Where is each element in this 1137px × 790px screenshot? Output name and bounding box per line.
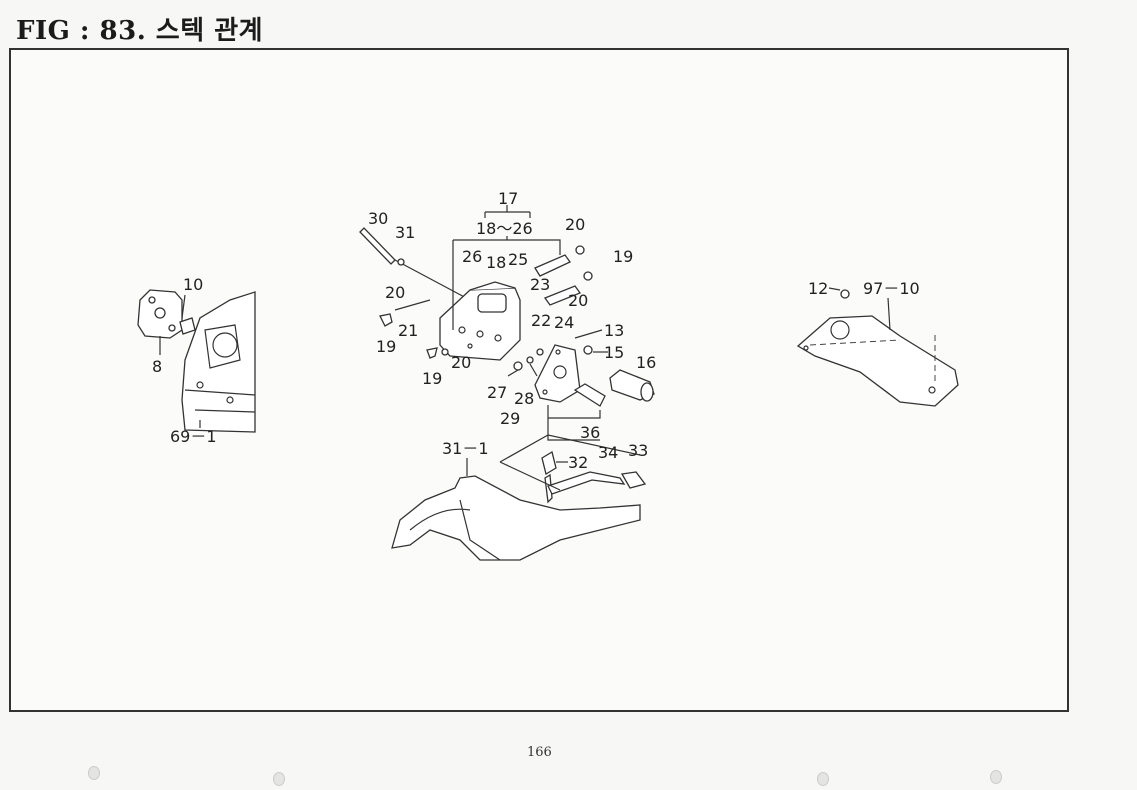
- binder-hole: [273, 772, 285, 786]
- right-cover-assembly: [796, 287, 959, 407]
- label-32: 32: [568, 453, 588, 472]
- label-18-26: 18～26: [476, 219, 533, 238]
- label-19c: 19: [422, 369, 442, 388]
- label-20b: 20: [568, 291, 588, 310]
- label-24: 24: [554, 313, 574, 332]
- binder-hole: [88, 766, 100, 780]
- label-15: 15: [604, 343, 624, 362]
- label-30: 30: [368, 209, 388, 228]
- label-25: 25: [508, 250, 528, 269]
- label-21: 21: [398, 321, 418, 340]
- label-29: 29: [500, 409, 520, 428]
- left-housing-assembly: [137, 289, 256, 433]
- label-23: 23: [530, 275, 550, 294]
- label-19a: 19: [613, 247, 633, 266]
- center-valve-assembly: [359, 205, 655, 561]
- label-33: 33: [628, 441, 648, 460]
- page-number: 166: [527, 745, 552, 760]
- label-12: 12: [808, 279, 828, 298]
- label-18: 18: [486, 253, 506, 272]
- binder-hole: [990, 770, 1002, 784]
- label-31: 31: [395, 223, 415, 242]
- label-20c: 20: [385, 283, 405, 302]
- binder-hole: [817, 772, 829, 786]
- label-26: 26: [462, 247, 482, 266]
- label-20d: 20: [451, 353, 471, 372]
- label-36: 36: [580, 423, 600, 442]
- label-20a: 20: [565, 215, 585, 234]
- label-17: 17: [498, 189, 518, 208]
- label-28: 28: [514, 389, 534, 408]
- label-16: 16: [636, 353, 656, 372]
- label-13: 13: [604, 321, 624, 340]
- label-31-1: 31－1: [442, 439, 489, 458]
- label-10: 10: [183, 275, 203, 294]
- label-22: 22: [531, 311, 551, 330]
- label-34: 34: [598, 443, 618, 462]
- label-8: 8: [152, 357, 162, 376]
- label-97-10: 97－10: [863, 279, 920, 298]
- label-69-1: 69－1: [170, 427, 217, 446]
- label-19b: 19: [376, 337, 396, 356]
- label-27: 27: [487, 383, 507, 402]
- figure-title: FIG : 83. 스텍 관계: [16, 16, 264, 46]
